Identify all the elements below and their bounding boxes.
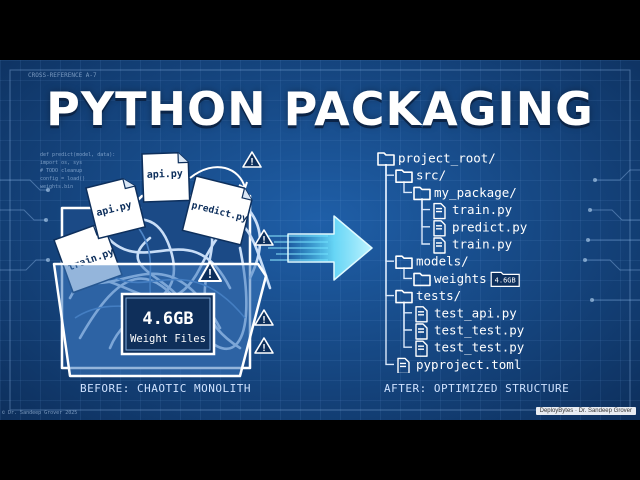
tree-file: predict.py: [433, 219, 528, 237]
tree-connector: [385, 164, 394, 366]
folder-icon: [395, 289, 413, 304]
code-scribble: config = load(): [40, 176, 86, 182]
tree-item-label: test_test.py: [434, 340, 525, 355]
tree-connector: [385, 164, 394, 297]
tree-item-label: predict.py: [452, 219, 528, 234]
paper-predict-py: predict.py: [181, 175, 253, 246]
tree-item-label: models/: [416, 254, 469, 269]
tree-item-label: src/: [416, 168, 446, 183]
infographic-canvas: CROSS-REFERENCE A-7 def predict(model, d…: [0, 60, 640, 420]
code-scribble: weights.bin: [40, 184, 74, 190]
left-credit: © Dr. Sandeep Grover 2025: [2, 410, 78, 416]
tree-file: pyproject.toml: [397, 357, 521, 373]
right-credit: DeployBytes · Dr. Sandeep Grover: [535, 407, 636, 415]
svg-text:!: !: [261, 343, 267, 354]
tree-file: test_test.py: [415, 340, 525, 357]
tree-connector: [403, 181, 412, 194]
tree-item-label: test_api.py: [434, 305, 517, 320]
tree-item-label: project_root/: [398, 151, 496, 166]
tree-file: test_test.py: [415, 323, 525, 340]
file-icon: [415, 323, 428, 340]
tree-folder: weights 4.6GB: [413, 271, 520, 287]
weight-files-box: 4.6GB Weight Files: [120, 292, 216, 356]
code-scribble: import os, sys: [40, 160, 83, 166]
tree-item-label: tests/: [416, 288, 461, 303]
svg-text:!: !: [261, 235, 267, 246]
tree-item-label: train.py: [452, 202, 513, 217]
tree-folder: tests/: [395, 288, 461, 304]
svg-text:!: !: [261, 315, 267, 326]
tree-file: train.py: [433, 237, 513, 254]
size-badge: 4.6GB: [490, 271, 520, 287]
weight-size: 4.6GB: [142, 309, 193, 329]
tree-item-label: train.py: [452, 237, 513, 252]
tree-item-label: my_package/: [434, 185, 517, 200]
before-caption: BEFORE: CHAOTIC MONOLITH: [80, 382, 251, 395]
tree-item-label: test_test.py: [434, 323, 525, 338]
folder-icon: [377, 152, 395, 166]
warning-icon: !: [254, 229, 274, 246]
code-scribble: def predict(model, data):: [40, 152, 116, 158]
tree-connector: [385, 164, 394, 262]
tree-connector: [403, 301, 412, 331]
folder-icon: [413, 272, 431, 287]
paper-label: api.py: [147, 168, 184, 181]
tree-folder: my_package/: [413, 185, 517, 201]
tree-folder: src/: [395, 168, 446, 183]
paper-api-py: api.py: [85, 178, 147, 240]
tree-item-label: weights: [434, 271, 487, 286]
warning-icon: !: [198, 261, 222, 282]
tree-item-label: pyproject.toml: [416, 357, 521, 372]
folder-icon: [395, 169, 413, 183]
tree-connector: [421, 198, 430, 245]
after-caption: AFTER: OPTIMIZED STRUCTURE: [384, 382, 570, 395]
tree-file: train.py: [433, 202, 513, 220]
file-icon: [433, 237, 446, 254]
file-icon: [415, 306, 428, 323]
code-scribble: # TODO cleanup: [40, 168, 83, 174]
warning-icon: !: [254, 337, 274, 354]
page-title: PYTHON PACKAGING: [46, 82, 594, 136]
tree-connector: [421, 198, 430, 228]
folder-icon: [395, 255, 413, 269]
file-icon: [397, 357, 410, 373]
weight-label: Weight Files: [130, 333, 206, 345]
file-icon: [433, 202, 446, 220]
svg-text:4.6GB: 4.6GB: [495, 276, 516, 284]
curved-arrow: [189, 166, 246, 189]
svg-text:!: !: [206, 267, 213, 281]
tree-connector: [403, 301, 412, 348]
paper-api-py: api.py: [141, 151, 191, 203]
project-file-tree: project_root/src/my_package/train.py pred…: [377, 151, 528, 373]
warning-icon: !: [254, 309, 274, 326]
file-icon: [433, 220, 446, 237]
tree-file: test_api.py: [415, 305, 517, 323]
file-icon: [415, 340, 428, 357]
tree-folder: project_root/: [377, 151, 496, 166]
chaotic-monolith-illustration: train.py api.py api.py predict.py 4.6GB …: [52, 151, 274, 378]
svg-text:!: !: [249, 157, 255, 168]
tree-connector: [403, 267, 412, 280]
tree-folder: models/: [395, 254, 469, 269]
warning-icon: !: [242, 151, 262, 168]
transform-arrow-icon: [268, 215, 373, 281]
cross-reference-label: CROSS-REFERENCE A-7: [28, 72, 97, 79]
folder-icon: [413, 186, 431, 201]
